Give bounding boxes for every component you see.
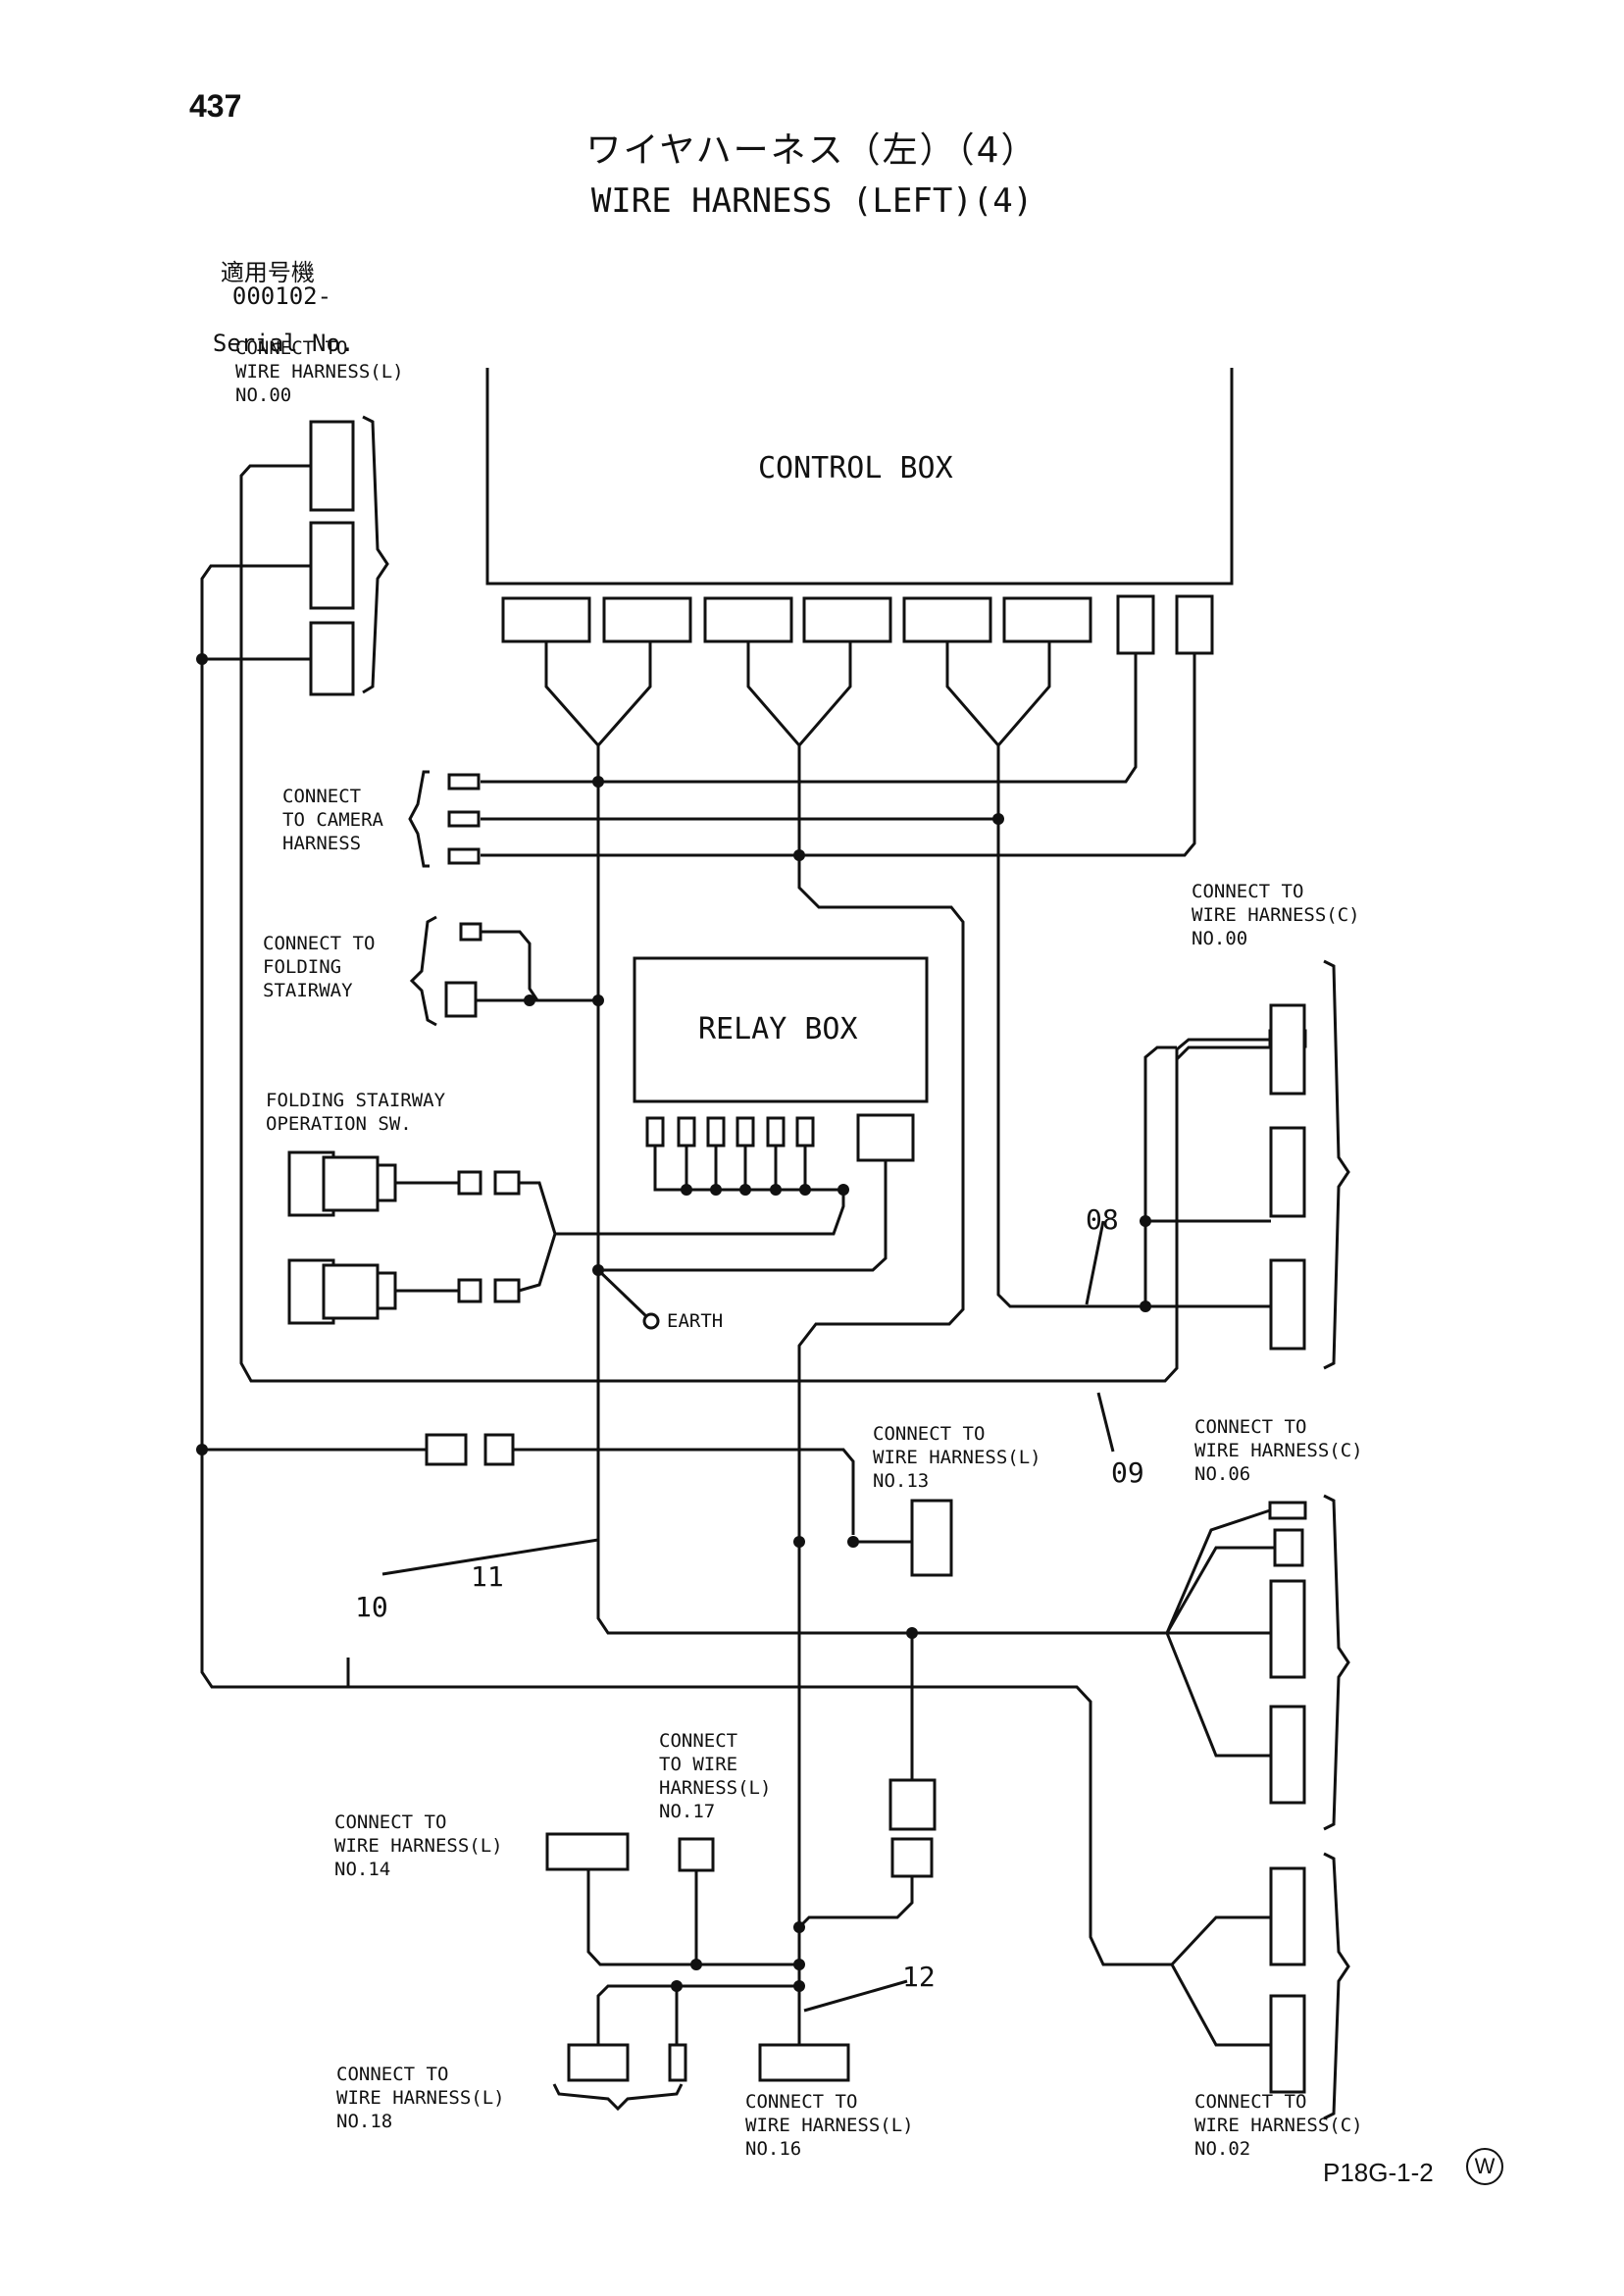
label-folding: CONNECT TO FOLDING STAIRWAY bbox=[263, 933, 376, 1001]
serial-label-jp: 適用号機 bbox=[220, 259, 315, 286]
callout-11: 11 bbox=[471, 1560, 504, 1593]
label-wh-l-18: CONNECT TO WIRE HARNESS(L) NO.18 bbox=[336, 2064, 505, 2132]
serial-value: 000102- bbox=[231, 282, 332, 310]
title-japanese: ワイヤハーネス（左）（4） bbox=[585, 130, 1039, 171]
watermark-w: W bbox=[1466, 2148, 1503, 2185]
label-wh-l-14: CONNECT TO WIRE HARNESS(L) NO.14 bbox=[334, 1811, 503, 1880]
harness-11 bbox=[596, 745, 1167, 1635]
drawing-code: P18G-1-2 bbox=[1323, 2158, 1434, 2187]
callout-12: 12 bbox=[902, 1961, 936, 1993]
control-box-outline bbox=[485, 368, 1234, 586]
label-wh-l-00: CONNECT TO WIRE HARNESS(L) NO.00 bbox=[235, 337, 404, 406]
label-earth: EARTH bbox=[667, 1310, 724, 1332]
label-wh-l-16: CONNECT TO WIRE HARNESS(L) NO.16 bbox=[745, 2091, 914, 2160]
label-wh-l-17: CONNECT TO WIRE HARNESS(L) NO.17 bbox=[659, 1730, 772, 1822]
control-box-connectors bbox=[501, 594, 1214, 655]
junction-dots bbox=[196, 653, 1151, 1992]
label-stair-switch: FOLDING STAIRWAY OPERATION SW. bbox=[266, 1090, 446, 1135]
callout-10: 10 bbox=[355, 1591, 388, 1623]
serial-block: 適用号機 000102- Serial No. bbox=[192, 237, 362, 355]
label-wh-c-00: CONNECT TO WIRE HARNESS(C) NO.00 bbox=[1192, 881, 1360, 949]
relay-box-label: RELAY BOX bbox=[698, 1012, 858, 1046]
callout-09: 09 bbox=[1111, 1456, 1144, 1489]
label-wh-l-13: CONNECT TO WIRE HARNESS(L) NO.13 bbox=[873, 1423, 1041, 1492]
label-wh-c-06: CONNECT TO WIRE HARNESS(C) NO.06 bbox=[1194, 1416, 1363, 1485]
serial-label-en: Serial No. bbox=[212, 330, 355, 357]
title-english: WIRE HARNESS (LEFT)(4) bbox=[590, 181, 1034, 221]
control-box-label: CONTROL BOX bbox=[758, 451, 953, 485]
relay-box bbox=[633, 956, 929, 1103]
page-number: 437 bbox=[189, 88, 242, 124]
label-camera: CONNECT TO CAMERA HARNESS bbox=[282, 786, 383, 854]
callout-08: 08 bbox=[1086, 1203, 1119, 1236]
label-wh-c-02: CONNECT TO WIRE HARNESS(C) NO.02 bbox=[1194, 2091, 1363, 2160]
